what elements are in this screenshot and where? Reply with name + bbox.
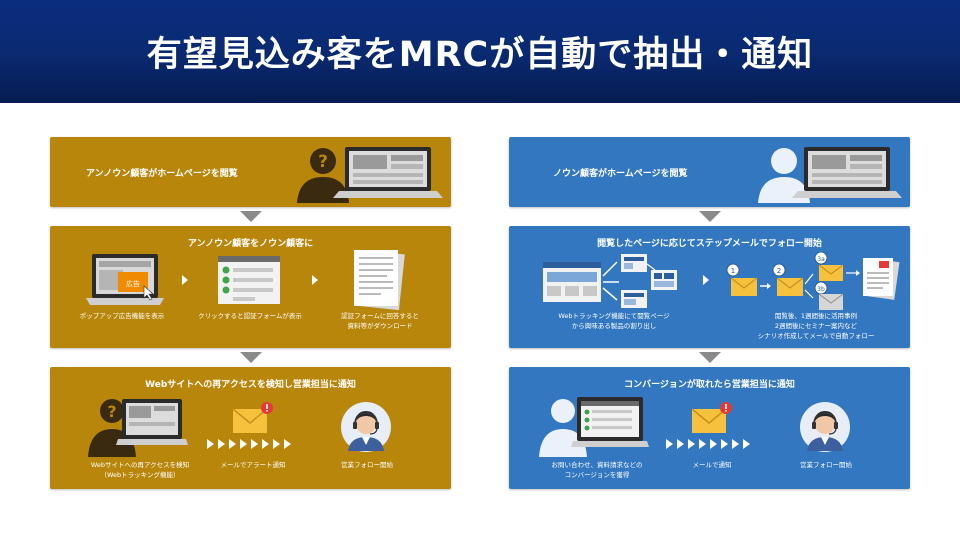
chevron-icon bbox=[677, 439, 684, 449]
left-step2-box: アンノウン顧客をノウン顧客に 広告 bbox=[50, 226, 451, 348]
person-at-laptop-icon: ? bbox=[88, 399, 188, 457]
chevron-icon bbox=[207, 439, 214, 449]
right-step1-title: ノウン顧客がホームページを閲覧 bbox=[553, 169, 688, 179]
left-step2-caption-3b: 資料等がダウンロード bbox=[347, 322, 413, 330]
mail-icon bbox=[818, 264, 844, 281]
right-step3-caption-1a: お問い合わせ、資料請求などの bbox=[551, 461, 643, 469]
ad-badge-label: 広告 bbox=[126, 279, 140, 288]
laptop-icon bbox=[116, 399, 188, 445]
chevron-icon bbox=[229, 439, 236, 449]
document-icon bbox=[354, 249, 405, 310]
right-step2-caption-2a: 閲覧後、1週間後に活用事例 bbox=[774, 312, 858, 320]
step-mail-flow-icon: 1 2 3a 3b bbox=[726, 252, 900, 310]
chevron-icon bbox=[251, 439, 258, 449]
alert-badge-icon bbox=[261, 402, 273, 414]
svg-text:?: ? bbox=[318, 152, 328, 172]
right-step2-caption-2c: シナリオ作成してメールで自動フォロー bbox=[757, 332, 875, 340]
document-icon bbox=[863, 258, 900, 300]
checklist-form-icon bbox=[218, 256, 280, 304]
mail-icon bbox=[232, 408, 268, 433]
right-step3-caption-3: 営業フォロー開始 bbox=[800, 461, 852, 469]
left-down-arrow-2 bbox=[240, 352, 262, 363]
chevron-icon bbox=[240, 439, 247, 449]
right-down-arrow-1 bbox=[699, 211, 721, 222]
arrow-right-icon bbox=[703, 275, 709, 285]
left-step3-caption-2: メールでアラート通知 bbox=[220, 461, 286, 469]
page-title: 有望見込み客をMRCが自動で抽出・通知 bbox=[146, 35, 814, 75]
popup-ad-icon bbox=[118, 272, 148, 292]
chevron-icon bbox=[732, 439, 739, 449]
right-step2-title: 閲覧したページに応じてステップメールでフォロー開始 bbox=[597, 239, 822, 249]
mail-alert-icon bbox=[232, 402, 273, 433]
chevron-icon bbox=[699, 439, 706, 449]
cursor-icon bbox=[143, 285, 154, 301]
left-step2-caption-3a: 認証フォームに回答すると bbox=[341, 312, 419, 320]
person-at-laptop-icon bbox=[539, 397, 649, 457]
left-step3-caption-3: 営業フォロー開始 bbox=[341, 461, 393, 469]
arrow-right-icon bbox=[182, 275, 188, 285]
chevron-icon bbox=[218, 439, 225, 449]
step-badge-2: 2 bbox=[772, 263, 786, 277]
laptop-icon bbox=[333, 147, 443, 198]
svg-text:3b: 3b bbox=[817, 286, 825, 293]
right-step3-caption-2: メールで通知 bbox=[692, 461, 732, 469]
mail-alert-icon bbox=[691, 402, 732, 433]
operator-icon bbox=[341, 402, 391, 452]
svg-text:1: 1 bbox=[731, 267, 735, 275]
left-step3-caption-1a: Webサイトへの再アクセスを検知 bbox=[90, 461, 190, 469]
mail-icon bbox=[818, 293, 844, 310]
person-silhouette-icon bbox=[539, 399, 587, 457]
right-step2-caption-2b: 2週間後にセミナー案内など bbox=[774, 322, 858, 330]
chevron-row bbox=[207, 439, 291, 449]
right-down-arrow-2 bbox=[699, 352, 721, 363]
left-step2-caption-1: ポップアップ広告機能を表示 bbox=[79, 312, 165, 320]
mail-icon bbox=[730, 277, 758, 296]
left-step2-caption-2: クリックすると認証フォームが表示 bbox=[198, 312, 302, 320]
left-step3-box: Webサイトへの再アクセスを検知し営業担当に通知 ? bbox=[50, 367, 451, 489]
right-step2-box: 閲覧したページに応じてステップメールでフォロー開始 bbox=[509, 226, 910, 348]
svg-text:3a: 3a bbox=[817, 256, 825, 263]
popup-laptop-icon: 広告 bbox=[86, 254, 164, 305]
right-step2-caption-1b: から興味ある製品の割り出し bbox=[571, 322, 657, 330]
alert-badge-icon bbox=[720, 402, 732, 414]
chevron-icon bbox=[721, 439, 728, 449]
chevron-icon bbox=[273, 439, 280, 449]
operator-icon bbox=[800, 402, 850, 452]
step-badge-1: 1 bbox=[726, 263, 740, 277]
chevron-row bbox=[666, 439, 750, 449]
header-bar: 有望見込み客をMRCが自動で抽出・通知 bbox=[0, 0, 960, 103]
left-step1-box: アンノウン顧客がホームページを閲覧 ? bbox=[50, 137, 451, 207]
right-step3-box: コンバージョンが取れたら営業担当に通知 bbox=[509, 367, 910, 489]
mail-icon bbox=[691, 408, 727, 433]
left-step3-title: Webサイトへの再アクセスを検知し営業担当に通知 bbox=[145, 380, 356, 390]
left-step2-title: アンノウン顧客をノウン顧客に bbox=[187, 239, 314, 249]
chevron-icon bbox=[284, 439, 291, 449]
left-down-arrow-1 bbox=[240, 211, 262, 222]
laptop-icon bbox=[792, 147, 902, 198]
web-tracking-diagram-icon bbox=[543, 254, 677, 308]
svg-text:?: ? bbox=[107, 402, 116, 421]
person-at-laptop-icon bbox=[758, 147, 902, 203]
right-step3-caption-1b: コンバージョンを獲得 bbox=[564, 471, 630, 479]
chevron-icon bbox=[688, 439, 695, 449]
arrow-right-icon bbox=[312, 275, 318, 285]
left-step3-caption-1b: （Webトラッキング機能） bbox=[100, 471, 180, 479]
laptop-icon bbox=[571, 397, 649, 447]
right-step2-caption-1a: Webトラッキング機能にて閲覧ページ bbox=[558, 312, 670, 320]
left-step1-title: アンノウン顧客がホームページを閲覧 bbox=[86, 169, 238, 179]
person-at-laptop-icon: ? bbox=[297, 147, 443, 203]
step-badge-3a: 3a bbox=[814, 252, 828, 265]
svg-text:2: 2 bbox=[777, 267, 781, 275]
right-step1-box: ノウン顧客がホームページを閲覧 bbox=[509, 137, 910, 207]
monitor-icon bbox=[543, 262, 601, 302]
step-badge-3b: 3b bbox=[814, 281, 828, 295]
chevron-icon bbox=[743, 439, 750, 449]
chevron-icon bbox=[666, 439, 673, 449]
chevron-icon bbox=[710, 439, 717, 449]
right-step3-title: コンバージョンが取れたら営業担当に通知 bbox=[624, 380, 795, 390]
mail-icon bbox=[776, 277, 804, 296]
chevron-icon bbox=[262, 439, 269, 449]
